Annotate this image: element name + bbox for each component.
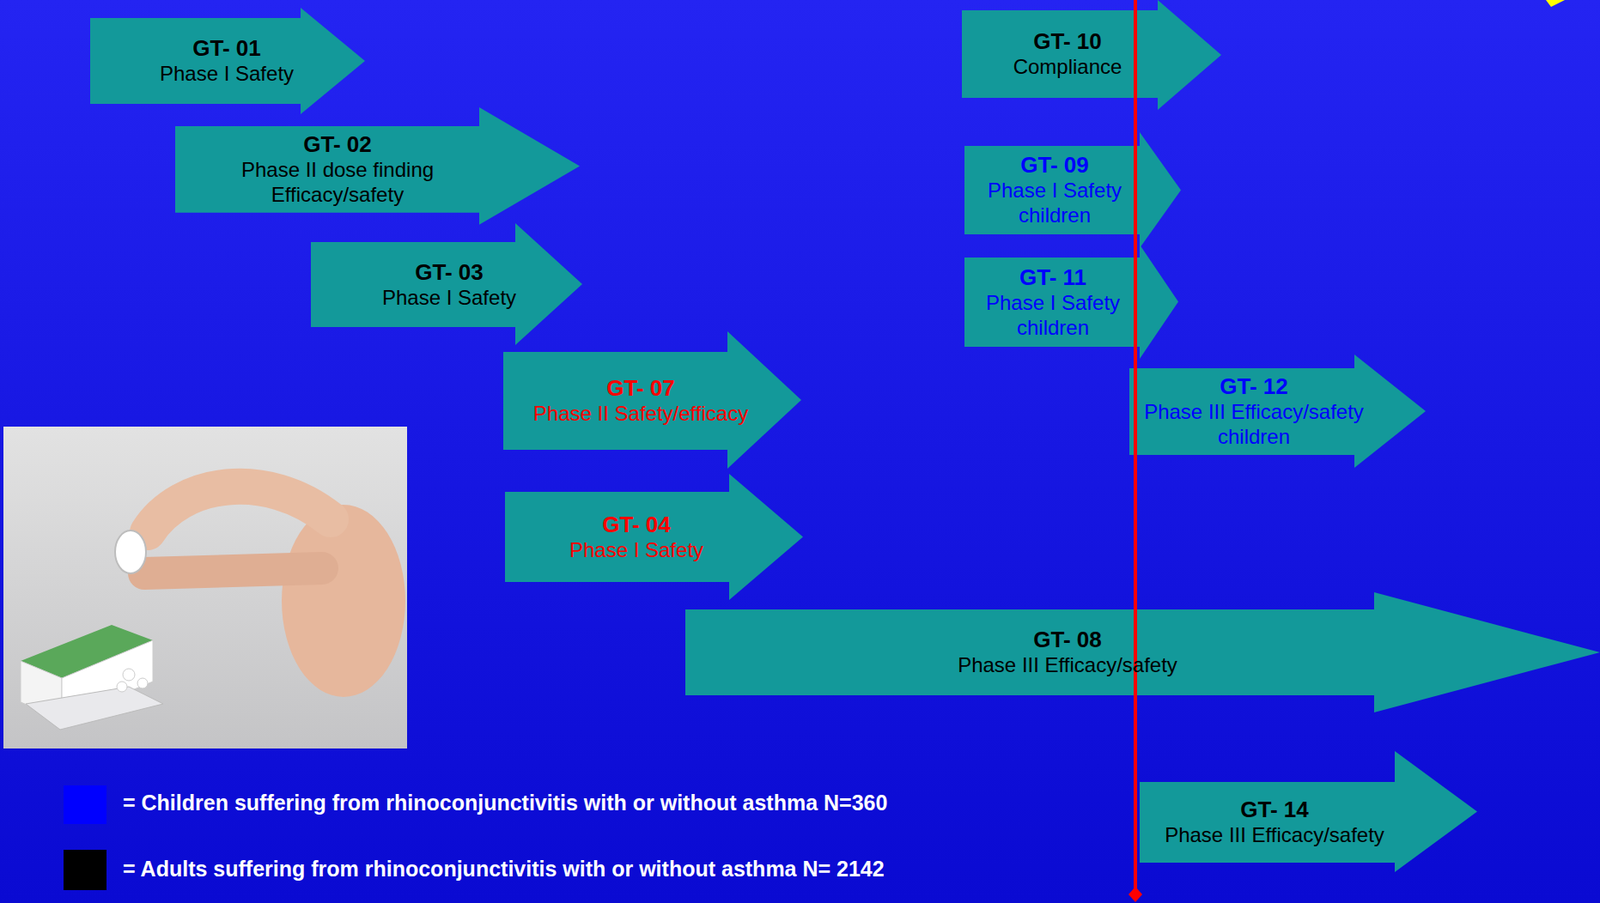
trial-code: GT- 08 xyxy=(957,626,1178,654)
trial-code: GT- 10 xyxy=(1013,28,1123,55)
trial-description: Phase III Efficacy/safety xyxy=(1164,823,1385,849)
trial-code: GT- 09 xyxy=(975,152,1135,179)
trial-description: Phase III Efficacy/safety children xyxy=(1137,400,1370,451)
trial-arrow: GT- 04Phase I Safety xyxy=(504,474,804,601)
hand-finger xyxy=(147,486,331,533)
trial-description: Phase I Safety xyxy=(382,285,517,311)
arrow-label: GT- 01Phase I Safety xyxy=(159,35,294,87)
legend-text: = Adults suffering from rhinoconjunctivi… xyxy=(122,856,885,883)
arrow-outline xyxy=(90,7,366,115)
trial-arrow: GT- 10Compliance xyxy=(961,0,1222,110)
legend-swatch xyxy=(63,785,107,825)
trial-description: Phase III Efficacy/safety xyxy=(957,653,1178,679)
arrow-label: GT- 08Phase III Efficacy/safety xyxy=(957,626,1178,679)
arrow-label: GT- 09Phase I Safety children xyxy=(975,152,1135,229)
arrow-shape xyxy=(961,0,1222,110)
trial-description: Phase II dose finding Efficacy/safety xyxy=(230,158,445,208)
pill xyxy=(116,681,128,693)
trial-description: Phase I Safety xyxy=(569,538,704,564)
hand-thumb xyxy=(144,568,323,574)
trial-code: GT- 03 xyxy=(382,259,517,286)
trial-arrow: GT- 09Phase I Safety children xyxy=(964,132,1181,249)
legend-swatch xyxy=(63,850,107,891)
trial-description: Phase II Safety/efficacy xyxy=(533,401,749,427)
marker-end xyxy=(1128,887,1143,903)
arrow-outline xyxy=(961,0,1222,110)
trial-description: Phase I Safety children xyxy=(973,291,1133,341)
trial-description: Phase I Safety xyxy=(159,61,294,87)
blister-pack xyxy=(25,687,164,731)
trial-arrow: GT- 12Phase III Efficacy/safety children xyxy=(1129,354,1426,469)
trial-arrow: GT- 07Phase II Safety/efficacy xyxy=(503,331,802,469)
arrow-label: GT- 04Phase I Safety xyxy=(569,511,704,564)
trial-code: GT- 12 xyxy=(1137,373,1370,401)
arrow-outline xyxy=(504,474,804,601)
trial-arrow: GT- 08Phase III Efficacy/safety xyxy=(685,592,1600,713)
pill xyxy=(137,678,148,689)
trial-arrow: GT- 03Phase I Safety xyxy=(310,223,583,346)
trial-description: Phase I Safety children xyxy=(975,178,1135,229)
arrow-outline xyxy=(964,244,1179,359)
trial-code: GT- 04 xyxy=(569,511,704,539)
trial-code: GT- 02 xyxy=(230,131,445,159)
trial-description: Compliance xyxy=(1013,54,1123,80)
pill xyxy=(122,669,135,682)
legend-text: = Children suffering from rhinoconjuncti… xyxy=(122,790,888,816)
corner-mark xyxy=(1545,0,1565,7)
arrow-label: GT- 07Phase II Safety/efficacy xyxy=(533,375,749,427)
arrow-outline xyxy=(964,132,1181,249)
tablet xyxy=(115,530,147,574)
timeline-marker xyxy=(1133,0,1138,894)
arrow-outline xyxy=(1129,354,1426,469)
arrow-outline xyxy=(685,592,1600,713)
arrow-shape xyxy=(685,592,1600,713)
hand-palm xyxy=(281,504,406,698)
trial-arrow: GT- 01Phase I Safety xyxy=(90,7,366,115)
trial-code: GT- 14 xyxy=(1164,796,1385,824)
arrow-label: GT- 03Phase I Safety xyxy=(382,259,517,311)
arrow-outline xyxy=(310,223,583,346)
arrow-label: GT- 02Phase II dose finding Efficacy/saf… xyxy=(230,131,445,208)
trial-code: GT- 07 xyxy=(533,375,749,402)
trial-code: GT- 11 xyxy=(973,264,1133,292)
arrow-label: GT- 10Compliance xyxy=(1013,28,1123,80)
arrow-outline xyxy=(1139,751,1478,873)
trial-arrow: GT- 14Phase III Efficacy/safety xyxy=(1139,751,1478,873)
arrow-label: GT- 14Phase III Efficacy/safety xyxy=(1164,796,1385,849)
arrow-outline xyxy=(175,107,580,226)
arrow-label: GT- 11Phase I Safety children xyxy=(973,264,1133,341)
arrow-outline xyxy=(503,331,802,469)
arrow-label: GT- 12Phase III Efficacy/safety children xyxy=(1137,373,1370,451)
trial-arrow: GT- 02Phase II dose finding Efficacy/saf… xyxy=(175,107,580,226)
photo-ground xyxy=(3,426,408,749)
trial-arrow: GT- 11Phase I Safety children xyxy=(964,244,1179,359)
trial-code: GT- 01 xyxy=(159,35,294,62)
